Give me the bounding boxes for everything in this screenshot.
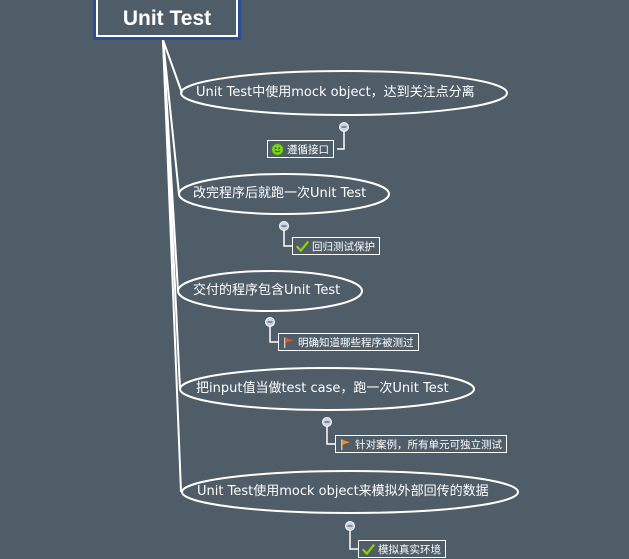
collapse-toggle-icon[interactable] [265, 317, 275, 327]
note-box[interactable]: 遵循接口 [267, 140, 334, 158]
connector-topic-5 [162, 39, 182, 493]
topic-3-bubble[interactable] [177, 270, 363, 312]
topic-3-label: 交付的程序包含Unit Test [193, 283, 341, 298]
note-text: 模拟真实环境 [378, 543, 441, 556]
note-connector-4 [326, 422, 335, 445]
note-box[interactable]: 明确知道哪些程序被测过 [278, 333, 419, 351]
note-box[interactable]: 针对案例，所有单元可独立测试 [335, 435, 507, 453]
collapse-toggle-icon[interactable] [322, 417, 332, 427]
topic-2-label: 改完程序后就跑一次Unit Test [193, 186, 367, 201]
topic-1-label: Unit Test中使用mock object，达到关注点分离 [196, 85, 475, 100]
checkmark-icon [362, 543, 375, 555]
connector-topic-1 [162, 39, 183, 94]
root-node[interactable]: Unit Test [93, 0, 241, 40]
note-text: 回归测试保护 [312, 240, 375, 253]
note-connector-3 [269, 322, 278, 343]
collapse-toggle-icon[interactable] [345, 521, 355, 531]
collapse-toggle-icon[interactable] [339, 122, 349, 132]
topic-1-bubble[interactable] [180, 70, 508, 116]
note-connector-5 [349, 526, 358, 550]
topic-4-bubble[interactable] [179, 367, 475, 411]
smiley-icon [271, 142, 284, 156]
note-box[interactable]: 模拟真实环境 [358, 540, 446, 558]
topic-5-label: Unit Test使用mock object来模拟外部回传的数据 [197, 484, 489, 499]
note-text: 遵循接口 [287, 143, 329, 156]
note-box[interactable]: 回归测试保护 [292, 237, 380, 255]
note-connector-2 [283, 226, 292, 247]
note-connector-1 [337, 127, 345, 150]
note-text: 针对案例，所有单元可独立测试 [355, 438, 502, 451]
note-text: 明确知道哪些程序被测过 [298, 336, 414, 349]
connector-topic-2 [162, 39, 180, 195]
collapse-toggle-icon[interactable] [279, 221, 289, 231]
topic-2-bubble[interactable] [178, 173, 390, 215]
root-title: Unit Test [122, 7, 212, 30]
topic-5-bubble[interactable] [181, 470, 519, 514]
flag-icon [284, 336, 294, 348]
topic-4-label: 把input值当做test case，跑一次Unit Test [196, 381, 449, 396]
flag-icon [341, 438, 351, 450]
checkmark-icon [296, 240, 309, 252]
